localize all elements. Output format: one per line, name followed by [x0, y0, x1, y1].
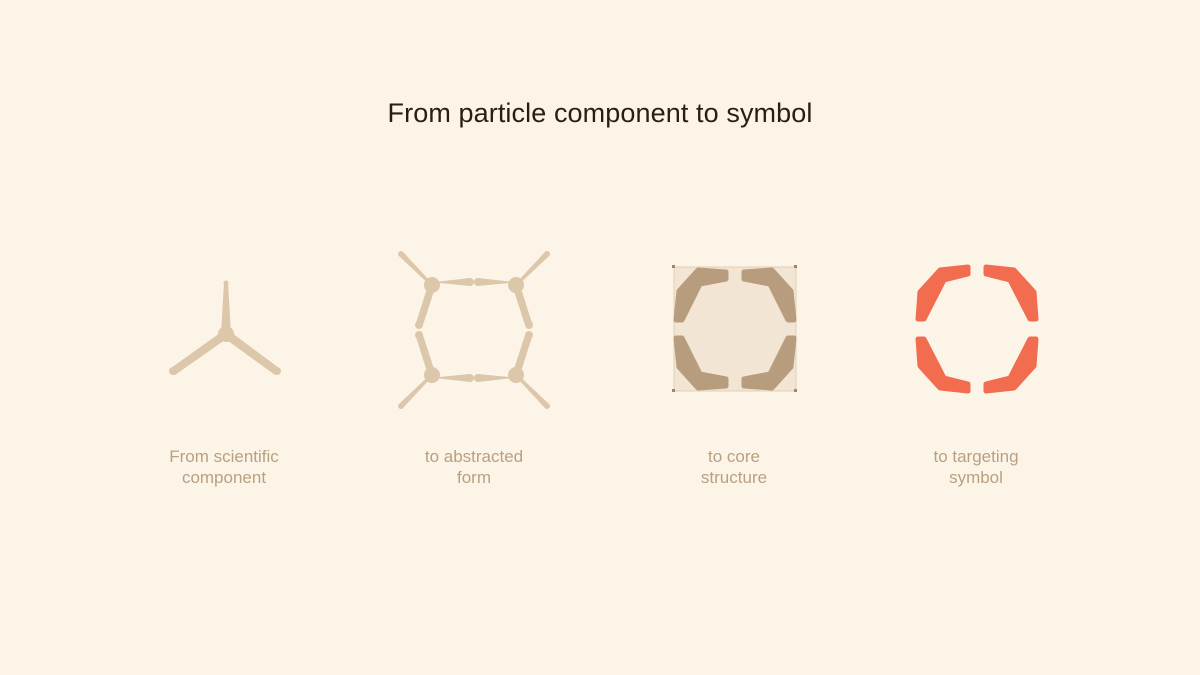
targeting-symbol-icon — [915, 264, 1039, 394]
caption-core-structure: to core structure — [700, 447, 768, 487]
four-tripods-icon — [398, 251, 550, 409]
caption-targeting-symbol: to targeting symbol — [933, 447, 1019, 487]
caption-scientific-component: From scientific component — [169, 447, 279, 487]
tripod-icon — [169, 280, 281, 375]
core-structure-icon — [672, 265, 797, 392]
caption-abstracted-form: to abstracted form — [424, 447, 524, 487]
page-title: From particle component to symbol — [387, 98, 813, 128]
